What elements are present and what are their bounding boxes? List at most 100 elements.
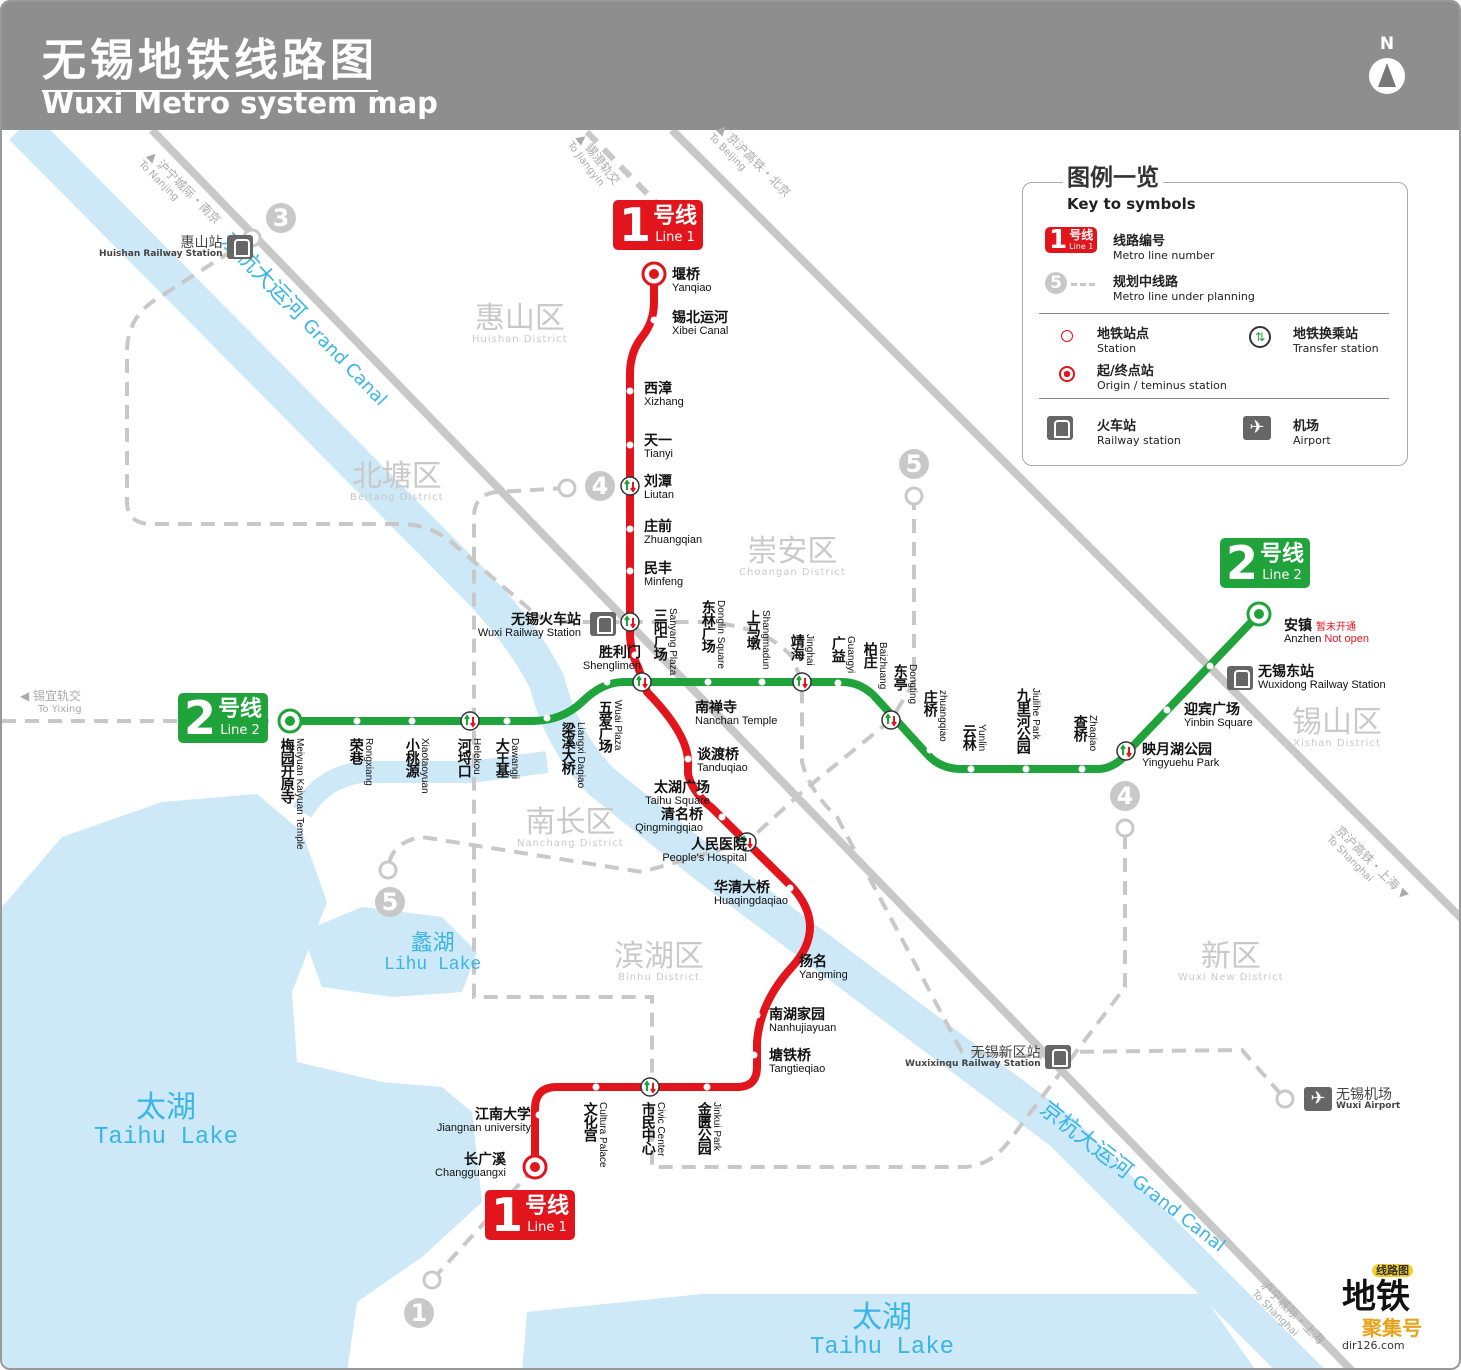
transfer-marker[interactable] — [640, 1077, 660, 1097]
terminus-marker[interactable] — [1246, 601, 1272, 627]
transfer-marker[interactable] — [460, 711, 480, 731]
station-marker[interactable] — [1078, 765, 1086, 773]
station-marker[interactable] — [786, 884, 794, 892]
station-marker[interactable] — [1206, 662, 1214, 670]
station-marker[interactable] — [631, 651, 639, 659]
station-marker[interactable] — [864, 696, 872, 704]
transfer-marker[interactable] — [620, 612, 640, 632]
station-marker[interactable] — [1022, 765, 1030, 773]
station-marker[interactable] — [503, 717, 511, 725]
station-marker[interactable] — [1163, 706, 1171, 714]
station-marker[interactable] — [543, 714, 551, 722]
station-marker[interactable] — [704, 678, 712, 686]
transfer-marker[interactable] — [1116, 741, 1136, 761]
station-marker[interactable] — [650, 316, 658, 324]
terminus-marker[interactable] — [522, 1154, 548, 1180]
station-marker[interactable] — [781, 956, 789, 964]
station-marker[interactable] — [696, 788, 704, 796]
transfer-marker[interactable] — [881, 710, 901, 730]
station-name-en: Dongting — [907, 664, 919, 705]
station-name-en: Jinghai — [804, 634, 816, 666]
station-marker[interactable] — [753, 1011, 761, 1019]
line-number: 1 — [491, 1188, 524, 1242]
station-marker[interactable] — [718, 813, 726, 821]
station-marker[interactable] — [535, 1111, 543, 1119]
station-marker[interactable] — [603, 678, 611, 686]
station-marker[interactable] — [408, 717, 416, 725]
terminus-marker[interactable] — [641, 261, 667, 287]
terminus-marker[interactable] — [277, 708, 303, 734]
station-marker[interactable] — [626, 525, 634, 533]
station-marker[interactable] — [758, 678, 766, 686]
station-marker[interactable] — [926, 746, 934, 754]
transfer-marker[interactable] — [737, 832, 757, 852]
station-marker[interactable] — [626, 387, 634, 395]
station-marker[interactable] — [626, 567, 634, 575]
station-marker[interactable] — [684, 755, 692, 763]
station-marker[interactable] — [684, 716, 692, 724]
station-marker[interactable] — [750, 1051, 758, 1059]
station-marker[interactable] — [626, 441, 634, 449]
station-marker[interactable] — [703, 1083, 711, 1091]
station-marker[interactable] — [353, 717, 361, 725]
station-marker[interactable] — [967, 765, 975, 773]
transfer-marker[interactable] — [632, 672, 652, 692]
station-marker[interactable] — [592, 1083, 600, 1091]
transfer-marker[interactable] — [792, 672, 812, 692]
station-marker[interactable] — [834, 679, 842, 687]
transfer-marker[interactable] — [620, 476, 640, 496]
